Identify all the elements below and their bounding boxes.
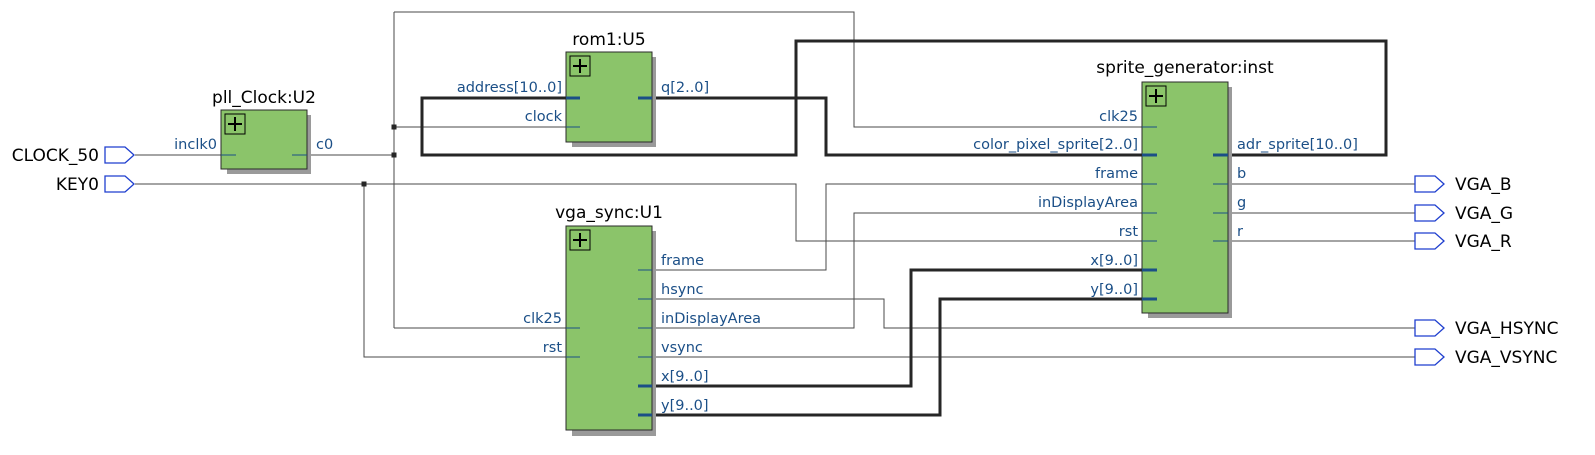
bus-y <box>638 297 1157 417</box>
output-pin-icon <box>1414 319 1445 337</box>
input-pin-key0[interactable]: KEY0 <box>56 175 135 195</box>
port-label-y: y[9..0] <box>1090 282 1138 298</box>
block-vga-sync[interactable]: vga_sync:U1 clk25 rst frame hsync inDisp… <box>523 203 761 436</box>
port-label-vsync: vsync <box>661 340 703 356</box>
port-label-x: x[9..0] <box>1090 253 1138 269</box>
port-label-indisplayarea: inDisplayArea <box>661 311 761 327</box>
input-pin-clock50[interactable]: CLOCK_50 <box>12 146 135 166</box>
output-pin-vga-vsync[interactable]: VGA_VSYNC <box>1414 348 1557 368</box>
port-label-frame: frame <box>1095 166 1138 182</box>
port-label-x: x[9..0] <box>661 369 709 385</box>
pin-label-vga-vsync: VGA_VSYNC <box>1455 348 1557 368</box>
bus-adr-sprite-address <box>420 39 1388 157</box>
block-body <box>565 225 653 431</box>
pin-label-vga-hsync: VGA_HSYNC <box>1455 319 1558 339</box>
block-rom1[interactable]: rom1:U5 address[10..0] clock q[2..0] <box>457 30 709 147</box>
block-title: rom1:U5 <box>572 30 645 50</box>
block-sprite-generator[interactable]: sprite_generator:inst clk25 color_pixel_… <box>973 58 1358 318</box>
block-title: pll_Clock:U2 <box>212 88 316 108</box>
wire-key0-vga-rst <box>363 184 580 358</box>
input-pin-icon <box>104 175 135 193</box>
port-label-y: y[9..0] <box>661 398 709 414</box>
output-pin-vga-hsync[interactable]: VGA_HSYNC <box>1414 319 1558 339</box>
port-label-rst: rst <box>543 340 563 356</box>
port-label-q: q[2..0] <box>661 80 709 96</box>
junction-dot <box>391 152 397 158</box>
block-title: vga_sync:U1 <box>555 203 663 223</box>
port-label-rst: rst <box>1119 224 1139 240</box>
port-label-r: r <box>1237 224 1243 240</box>
expand-plus-icon[interactable] <box>569 55 591 77</box>
junction-dot <box>361 181 367 187</box>
expand-plus-icon[interactable] <box>569 229 591 251</box>
wire-sprite-clk25 <box>394 11 1157 128</box>
output-pin-icon <box>1414 175 1445 193</box>
pin-label-vga-b: VGA_B <box>1455 175 1512 195</box>
port-label-color-pixel-sprite: color_pixel_sprite[2..0] <box>973 137 1138 153</box>
wire-indisplayarea <box>638 212 1157 329</box>
bus-x <box>638 268 1157 388</box>
expand-plus-icon[interactable] <box>224 113 246 135</box>
block-body <box>220 109 308 170</box>
output-pin-icon <box>1414 232 1445 250</box>
pin-label-clock50: CLOCK_50 <box>12 146 99 166</box>
port-label-adr-sprite: adr_sprite[10..0] <box>1237 137 1358 153</box>
block-body <box>1141 81 1229 314</box>
port-label-address: address[10..0] <box>457 80 562 96</box>
input-pin-icon <box>104 146 135 164</box>
wire-hsync <box>638 298 1415 329</box>
pin-label-vga-g: VGA_G <box>1455 204 1513 224</box>
port-label-c0: c0 <box>316 137 333 153</box>
output-pin-vga-g[interactable]: VGA_G <box>1414 204 1513 224</box>
port-label-indisplayarea: inDisplayArea <box>1038 195 1138 211</box>
expand-plus-icon[interactable] <box>1145 85 1167 107</box>
output-pin-vga-r[interactable]: VGA_R <box>1414 232 1512 252</box>
block-pll-clock[interactable]: pll_Clock:U2 inclk0 c0 <box>174 88 333 174</box>
junction-dot <box>391 124 397 130</box>
output-pin-icon <box>1414 204 1445 222</box>
port-label-hsync: hsync <box>661 282 704 298</box>
port-label-g: g <box>1237 195 1246 211</box>
output-pin-vga-b[interactable]: VGA_B <box>1414 175 1512 195</box>
wire-frame <box>638 183 1157 271</box>
pin-label-key0: KEY0 <box>56 175 99 195</box>
wire-key0-sprite-rst <box>135 183 1157 242</box>
port-label-clk25: clk25 <box>1099 109 1138 125</box>
wires <box>135 11 1415 417</box>
port-label-frame: frame <box>661 253 704 269</box>
port-label-b: b <box>1237 166 1246 182</box>
port-label-inclk0: inclk0 <box>174 137 217 153</box>
port-label-clock: clock <box>525 109 563 125</box>
block-title: sprite_generator:inst <box>1096 58 1274 78</box>
port-label-clk25: clk25 <box>523 311 562 327</box>
bus-q-color-pixel <box>638 96 1157 157</box>
pin-label-vga-r: VGA_R <box>1455 232 1512 252</box>
output-pin-icon <box>1414 348 1445 366</box>
